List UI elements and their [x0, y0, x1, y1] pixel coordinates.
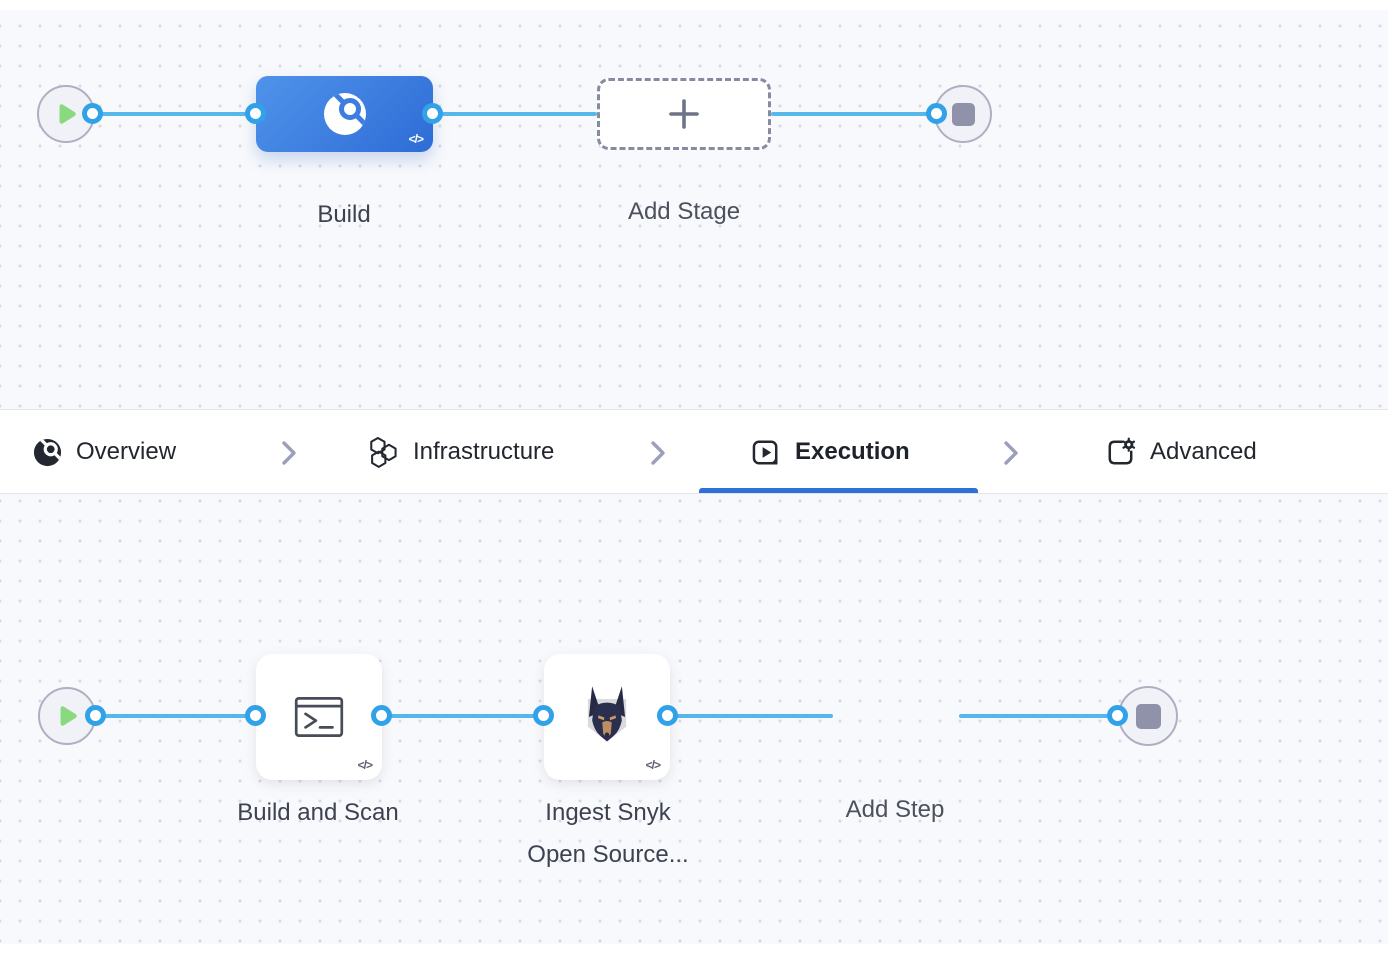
connector-build-in[interactable] — [245, 103, 266, 124]
tab-overview[interactable]: Overview — [32, 410, 176, 494]
edge-step1-to-step2 — [382, 714, 544, 718]
play-icon — [59, 104, 76, 124]
connector-step2-out[interactable] — [657, 705, 678, 726]
tab-advanced-label: Advanced — [1150, 438, 1257, 465]
connector-start-out[interactable] — [85, 705, 106, 726]
add-stage-button[interactable] — [597, 78, 771, 150]
chevron-right-icon — [1004, 441, 1018, 465]
tab-overview-label: Overview — [76, 438, 177, 465]
stage-canvas[interactable]: </> Build Add Stage — [0, 0, 1388, 409]
edge-build-to-addstage — [433, 112, 597, 116]
tab-infrastructure[interactable]: Infrastructure — [366, 410, 554, 494]
connector-step2-in[interactable] — [533, 705, 554, 726]
yaml-code-badge: </> — [408, 132, 424, 146]
add-step-label: Add Step — [845, 796, 945, 823]
yaml-code-badge: </> — [645, 758, 661, 772]
active-tab-underline — [699, 488, 978, 493]
connector-build-out[interactable] — [422, 103, 443, 124]
step-label-build-and-scan: Build and Scan — [237, 799, 399, 826]
step-label-line2: Open Source... — [527, 841, 689, 868]
yaml-code-badge: </> — [357, 758, 373, 772]
canvas-bottom-margin — [0, 944, 1388, 954]
connector-end-in[interactable] — [1107, 705, 1128, 726]
exec-start-node[interactable] — [38, 687, 96, 745]
terminal-icon — [294, 697, 344, 737]
step-label-ingest-snyk: Ingest Snyk Open Source... — [488, 792, 728, 876]
connector-end-in[interactable] — [926, 103, 947, 124]
stage-config-tabbar: Overview Infrastructure — [0, 409, 1388, 494]
tab-advanced[interactable]: Advanced — [1104, 410, 1257, 494]
stage-card-build[interactable]: </> — [256, 76, 433, 152]
tab-execution[interactable]: Execution — [749, 410, 910, 494]
infrastructure-icon — [370, 436, 397, 468]
tab-execution-label: Execution — [795, 438, 910, 465]
chevron-right-icon — [282, 441, 296, 465]
ci-overview-icon — [33, 438, 62, 466]
stage-label-build: Build — [317, 201, 371, 228]
edge-start-to-step1 — [96, 714, 256, 718]
stop-icon — [1135, 703, 1161, 729]
edge-start-to-build — [93, 112, 256, 116]
stage-end-node[interactable] — [934, 85, 992, 143]
advanced-icon — [1108, 437, 1136, 464]
step-card-ingest-snyk[interactable]: </> — [544, 654, 670, 780]
plus-icon — [669, 99, 699, 129]
connector-step1-in[interactable] — [245, 705, 266, 726]
connector-step1-out[interactable] — [371, 705, 392, 726]
edge-addstage-to-end — [771, 112, 937, 116]
snyk-dog-icon — [587, 686, 627, 742]
ci-build-icon — [323, 93, 366, 135]
play-icon — [60, 706, 77, 726]
edge-step2-to-addstep — [668, 714, 833, 718]
canvas-top-margin — [0, 0, 1388, 10]
step-label-line1: Ingest Snyk — [545, 799, 671, 826]
chevron-right-icon — [651, 441, 665, 465]
connector-start-out[interactable] — [82, 103, 103, 124]
add-stage-label: Add Stage — [627, 198, 741, 225]
tab-infrastructure-label: Infrastructure — [413, 438, 555, 465]
execution-canvas[interactable]: </> </> — [0, 495, 1388, 944]
edge-addstep-to-end — [959, 714, 1118, 718]
execution-icon — [752, 440, 778, 464]
stop-icon — [951, 102, 975, 126]
step-card-build-and-scan[interactable]: </> — [256, 654, 382, 780]
